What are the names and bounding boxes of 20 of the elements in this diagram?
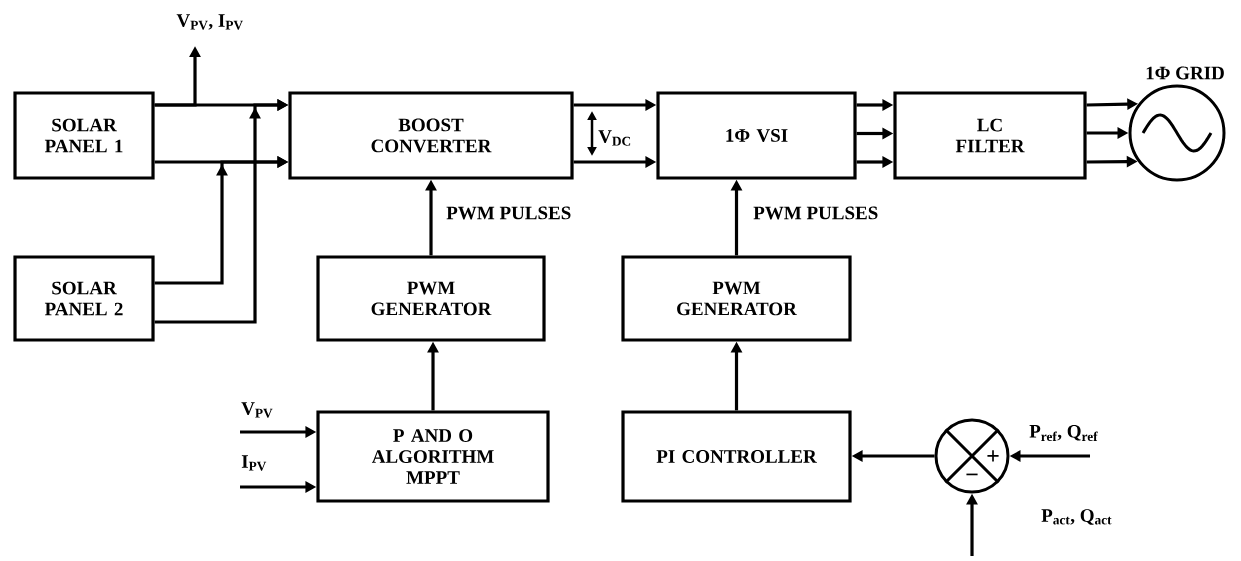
block-box: LC FILTER <box>893 91 1087 180</box>
edge-label: V$_{PV}$ <box>241 402 273 418</box>
edge-label: PWM PULSES <box>446 206 571 220</box>
block-box: PI CONTROLLER <box>621 410 852 503</box>
block-box: 1Φ VSI <box>656 91 857 180</box>
block-box: PWM GENERATOR <box>621 255 852 342</box>
plus-sign: + <box>987 450 999 462</box>
block-box: P AND O ALGORITHM MPPT <box>316 410 550 503</box>
edge-label: P$_{ref}$, Q$_{ref}$ <box>1029 424 1098 442</box>
edge-label: P$_{act}$, Q$_{act}$ <box>1041 509 1112 525</box>
block-box: SOLAR PANEL 1 <box>13 91 155 180</box>
edge-label: PWM PULSES <box>753 206 878 220</box>
edge-label: V$_{PV}$, I$_{PV}$ <box>176 14 243 30</box>
block-box: BOOST CONVERTER <box>288 91 574 180</box>
minus-sign: − <box>966 473 978 476</box>
grid-label: 1Φ GRID <box>1146 66 1224 80</box>
block-box: PWM GENERATOR <box>316 255 546 342</box>
block-box: SOLAR PANEL 2 <box>13 255 155 342</box>
voltage-label: V$_{DC}$ <box>598 130 631 146</box>
edge-label: I$_{PV}$ <box>241 455 267 471</box>
